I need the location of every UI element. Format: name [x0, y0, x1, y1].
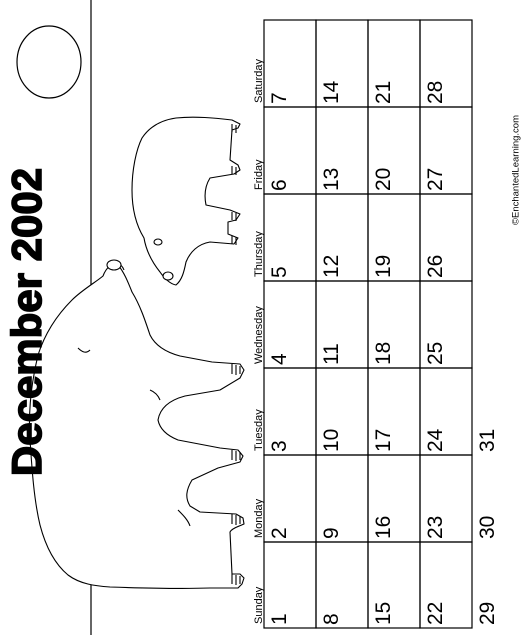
- calendar-title: December 2002: [3, 168, 50, 476]
- day-number: 13: [320, 168, 343, 191]
- day-number: 18: [372, 342, 395, 365]
- day-number: 14: [320, 80, 343, 104]
- illustration: [16, 0, 245, 635]
- weekday-label-wednesday: Wednesday: [253, 306, 265, 364]
- weekday-label-friday: Friday: [253, 159, 265, 190]
- day-number: 10: [320, 429, 343, 452]
- copyright-credit: ©EnchantedLearning.com: [511, 115, 522, 225]
- polar-bear-cub-icon: [131, 116, 241, 286]
- weekday-label-monday: Monday: [253, 498, 265, 538]
- day-number: 2: [268, 527, 291, 539]
- weekday-label-thursday: Thursday: [253, 231, 265, 277]
- weekday-header: Sunday Monday Tuesday Wednesday Thursday Frid…: [253, 58, 265, 624]
- day-number: 12: [320, 255, 343, 278]
- polar-bear-adult-icon: [28, 259, 245, 589]
- day-number: 7: [268, 92, 291, 104]
- day-number: 11: [320, 343, 343, 365]
- day-number: 8: [320, 613, 343, 625]
- day-number: 4: [268, 353, 291, 365]
- day-number: 3: [268, 440, 291, 452]
- day-numbers: 1234567891011121314151617181920212223242…: [268, 80, 499, 625]
- day-number: 30: [476, 516, 499, 539]
- day-number: 25: [424, 342, 447, 365]
- day-number: 31: [476, 429, 499, 452]
- day-number: 26: [424, 255, 447, 278]
- day-number: 19: [372, 255, 395, 278]
- day-number: 21: [372, 81, 395, 104]
- sun-icon: [16, 25, 82, 99]
- weekday-label-saturday: Saturday: [253, 58, 265, 103]
- day-number: 24: [424, 428, 447, 452]
- day-number: 16: [372, 516, 395, 539]
- weekday-label-sunday: Sunday: [253, 586, 265, 624]
- day-number: 15: [372, 602, 395, 625]
- day-number: 23: [424, 516, 447, 539]
- day-number: 17: [372, 429, 395, 452]
- day-number: 27: [424, 168, 447, 191]
- day-number: 5: [268, 266, 291, 278]
- day-number: 9: [320, 527, 343, 539]
- calendar-grid: [263, 19, 473, 629]
- day-number: 6: [268, 179, 291, 191]
- day-number: 22: [424, 602, 447, 625]
- day-number: 29: [476, 602, 499, 625]
- day-cell: [419, 19, 473, 108]
- day-number: 1: [268, 613, 291, 625]
- weekday-label-tuesday: Tuesday: [253, 409, 265, 451]
- day-number: 20: [372, 168, 395, 191]
- day-number: 28: [424, 81, 447, 104]
